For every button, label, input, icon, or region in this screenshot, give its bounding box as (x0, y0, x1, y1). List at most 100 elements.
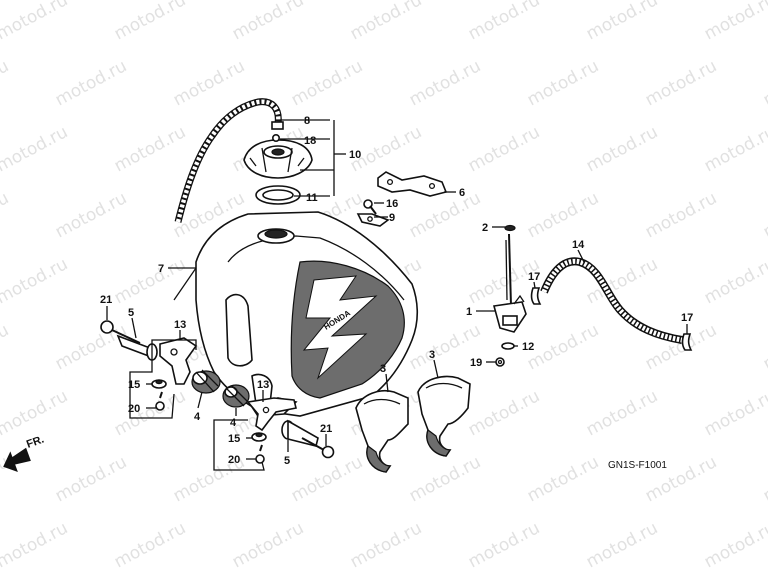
callout-2: 2 (482, 222, 488, 234)
watermark-text: motod.ru (111, 386, 189, 440)
watermark-text: motod.ru (229, 0, 307, 44)
watermark-text: motod.ru (524, 320, 602, 374)
tank-bracket (377, 171, 448, 197)
watermark-text: motod.ru (406, 452, 484, 506)
fuel-tank: HONDA (195, 211, 419, 417)
callout-20a: 20 (128, 403, 140, 415)
rubber-4a (191, 369, 221, 394)
callout-21b: 21 (320, 423, 332, 435)
watermark-text: motod.ru (701, 122, 768, 176)
o-ring-18 (271, 134, 280, 143)
watermark-text: motod.ru (0, 254, 71, 308)
screw-20a (155, 391, 165, 411)
washer-2 (504, 224, 516, 232)
bracket-13b (246, 397, 297, 432)
watermark-text: motod.ru (642, 188, 720, 242)
watermark-text: motod.ru (760, 188, 768, 242)
nut-15a (151, 379, 167, 389)
callout-3a: 3 (380, 363, 386, 375)
watermark-text: motod.ru (111, 122, 189, 176)
callout-15a: 15 (128, 379, 140, 391)
watermark-text: motod.ru (229, 518, 307, 572)
callout-4b: 4 (230, 417, 237, 429)
watermark-text: motod.ru (111, 254, 189, 308)
bracket-13a (159, 337, 198, 385)
callout-6: 6 (459, 187, 465, 199)
callout-9: 9 (389, 212, 395, 224)
callout-10: 10 (349, 149, 361, 161)
watermark-text: motod.ru (524, 452, 602, 506)
front-direction-arrow: FR. (3, 433, 46, 473)
hose-clip-17b (681, 333, 693, 351)
watermark-text: motod.ru (347, 0, 425, 44)
watermark-text: motod.ru (465, 518, 543, 572)
watermark-text: motod.ru (642, 56, 720, 110)
tank-guard-left (355, 390, 409, 473)
watermark-text: motod.ru (701, 386, 768, 440)
watermark-text: motod.ru (288, 452, 366, 506)
callout-13b: 13 (257, 379, 269, 391)
screw-20b (255, 444, 265, 464)
watermark-text: motod.ru (701, 254, 768, 308)
watermark-text: motod.ru (0, 386, 71, 440)
watermark-text: motod.ru (583, 0, 661, 44)
watermark-text: motod.ru (465, 386, 543, 440)
watermark-text: motod.ru (760, 56, 768, 110)
callout-7: 7 (158, 263, 164, 275)
screw-19 (495, 357, 505, 367)
callout-17a: 17 (528, 271, 540, 283)
watermark-text: motod.ru (0, 320, 12, 374)
watermark-text: motod.ru (583, 518, 661, 572)
callout-3b: 3 (429, 349, 435, 361)
watermark-text: motod.ru (583, 254, 661, 308)
watermark-text: motod.ru (701, 0, 768, 44)
callout-8: 8 (304, 115, 310, 127)
watermark-text: motod.ru (465, 0, 543, 44)
mount-bolt-21a (100, 320, 141, 344)
tank-guard-right (417, 375, 471, 457)
fuel-valve (492, 233, 527, 333)
watermark-text: motod.ru (0, 518, 71, 572)
watermark-text: motod.ru (760, 320, 768, 374)
fuel-cap (243, 139, 313, 179)
callout-1: 1 (466, 306, 472, 318)
watermark-text: motod.ru (0, 188, 12, 242)
watermark-text: motod.ru (111, 518, 189, 572)
watermark-text: motod.ru (465, 122, 543, 176)
cap-gasket (255, 185, 301, 205)
callout-16: 16 (386, 198, 398, 210)
hose-clip-17a (530, 287, 542, 305)
callout-21a: 21 (100, 294, 112, 306)
watermark-text: motod.ru (0, 56, 12, 110)
mount-bolt-21b (301, 437, 335, 459)
watermark-text: motod.ru (524, 188, 602, 242)
fuel-line (540, 257, 683, 344)
leader-lines (106, 119, 688, 471)
watermark-text: motod.ru (0, 0, 71, 44)
watermark-text: motod.ru (701, 518, 768, 572)
watermark-text: motod.ru (524, 56, 602, 110)
callout-labels: 8 18 10 11 6 16 9 7 2 14 17 17 1 12 19 3… (100, 115, 693, 467)
collar-5a (116, 334, 158, 361)
callout-11: 11 (306, 192, 318, 204)
callout-4a: 4 (194, 411, 201, 423)
breather-tube (174, 98, 284, 223)
watermark-text: motod.ru (0, 122, 71, 176)
watermark-text: motod.ru (583, 386, 661, 440)
callout-19: 19 (470, 357, 482, 369)
watermark-text: motod.ru (347, 518, 425, 572)
bolt-16 (363, 199, 377, 215)
callout-5a: 5 (128, 307, 134, 319)
callout-17b: 17 (681, 312, 693, 324)
callout-5b: 5 (284, 455, 290, 467)
callout-15b: 15 (228, 433, 240, 445)
washer-12 (501, 342, 515, 350)
watermark-text: motod.ru (760, 452, 768, 506)
watermark-text: motod.ru (52, 56, 130, 110)
nut-15b (251, 432, 267, 442)
front-arrow-label: FR. (25, 433, 46, 450)
diagram-code: GN1S-F1001 (608, 460, 667, 471)
watermark-text: motod.ru (170, 56, 248, 110)
